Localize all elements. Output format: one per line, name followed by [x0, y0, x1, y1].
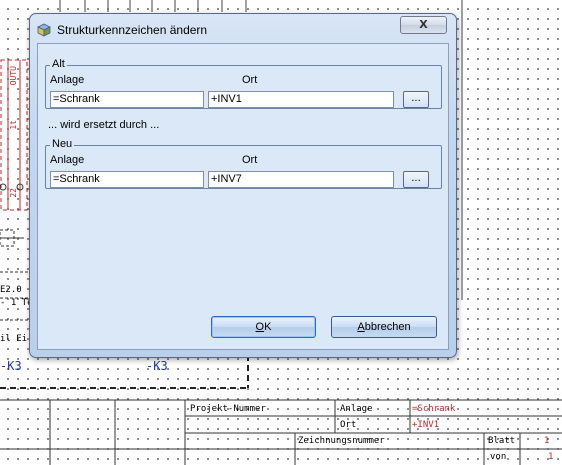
dialog-titlebar[interactable]: Strukturkennzeichen ändern X: [30, 14, 456, 44]
device-label-k3-left[interactable]: -K3: [0, 359, 22, 373]
structure-id-dialog: Strukturkennzeichen ändern X Alt Anlage …: [29, 13, 457, 358]
tb-von-label: von: [490, 452, 507, 462]
old-ort-label: Ort: [242, 74, 258, 86]
old-ort-field[interactable]: +INV1: [208, 91, 394, 108]
left-label-e20: E2.0: [0, 285, 22, 295]
ok-mnemonic: O: [255, 321, 265, 333]
new-anlage-field[interactable]: =Schrank: [50, 171, 204, 188]
new-browse-button[interactable]: ...: [403, 171, 429, 188]
cancel-mnemonic: A: [357, 321, 365, 333]
old-browse-button[interactable]: ...: [403, 91, 429, 108]
terminal-label-1t: 1t: [9, 120, 18, 130]
device-label-k3-right[interactable]: -K3: [146, 359, 168, 373]
tb-zeichnung-label: Zeichnungsnummer: [298, 436, 385, 446]
new-ort-label: Ort: [242, 154, 258, 166]
old-anlage-field[interactable]: =Schrank: [50, 91, 204, 108]
replace-text: ... wird ersetzt durch ...: [48, 119, 160, 131]
ok-button[interactable]: OK: [211, 316, 316, 338]
close-icon: X: [419, 18, 428, 31]
tb-von-value: 1: [548, 452, 554, 462]
left-label-ein: il Ei: [0, 334, 28, 344]
new-ort-field[interactable]: +INV7: [208, 171, 394, 188]
cancel-label-rest: bbrechen: [364, 321, 411, 333]
tb-ort-value: +INV1: [412, 420, 440, 430]
close-button[interactable]: X: [400, 16, 447, 34]
terminal-label-outu: OUTU: [9, 66, 18, 86]
new-group-legend: Neu: [50, 138, 75, 150]
tb-anlage-label: Anlage: [340, 404, 373, 414]
dialog-client-area: Alt Anlage Ort =Schrank +INV1 ... ... wi…: [37, 43, 449, 350]
tb-ort-label: Ort: [340, 420, 357, 430]
old-structure-group: Alt Anlage Ort =Schrank +INV1 ...: [45, 58, 442, 109]
dialog-title: Strukturkennzeichen ändern: [57, 23, 208, 37]
tb-anlage-value: =Schrank: [412, 404, 456, 414]
tb-projekt-label: Projekt-Nummer: [190, 404, 266, 414]
tb-blatt-label: Blatt: [488, 436, 516, 446]
app-icon: [37, 23, 51, 37]
cancel-button[interactable]: Abbrechen: [331, 316, 437, 338]
terminal-label-22: 22: [9, 188, 18, 198]
old-group-legend: Alt: [50, 58, 67, 70]
old-anlage-label: Anlage: [50, 74, 85, 86]
ok-label-rest: K: [264, 321, 272, 333]
new-anlage-label: Anlage: [50, 154, 85, 166]
tb-blatt-value: 1: [544, 436, 550, 446]
left-label-te: - 1 Te: [0, 298, 33, 308]
new-structure-group: Neu Anlage Ort =Schrank +INV7 ...: [45, 138, 442, 189]
